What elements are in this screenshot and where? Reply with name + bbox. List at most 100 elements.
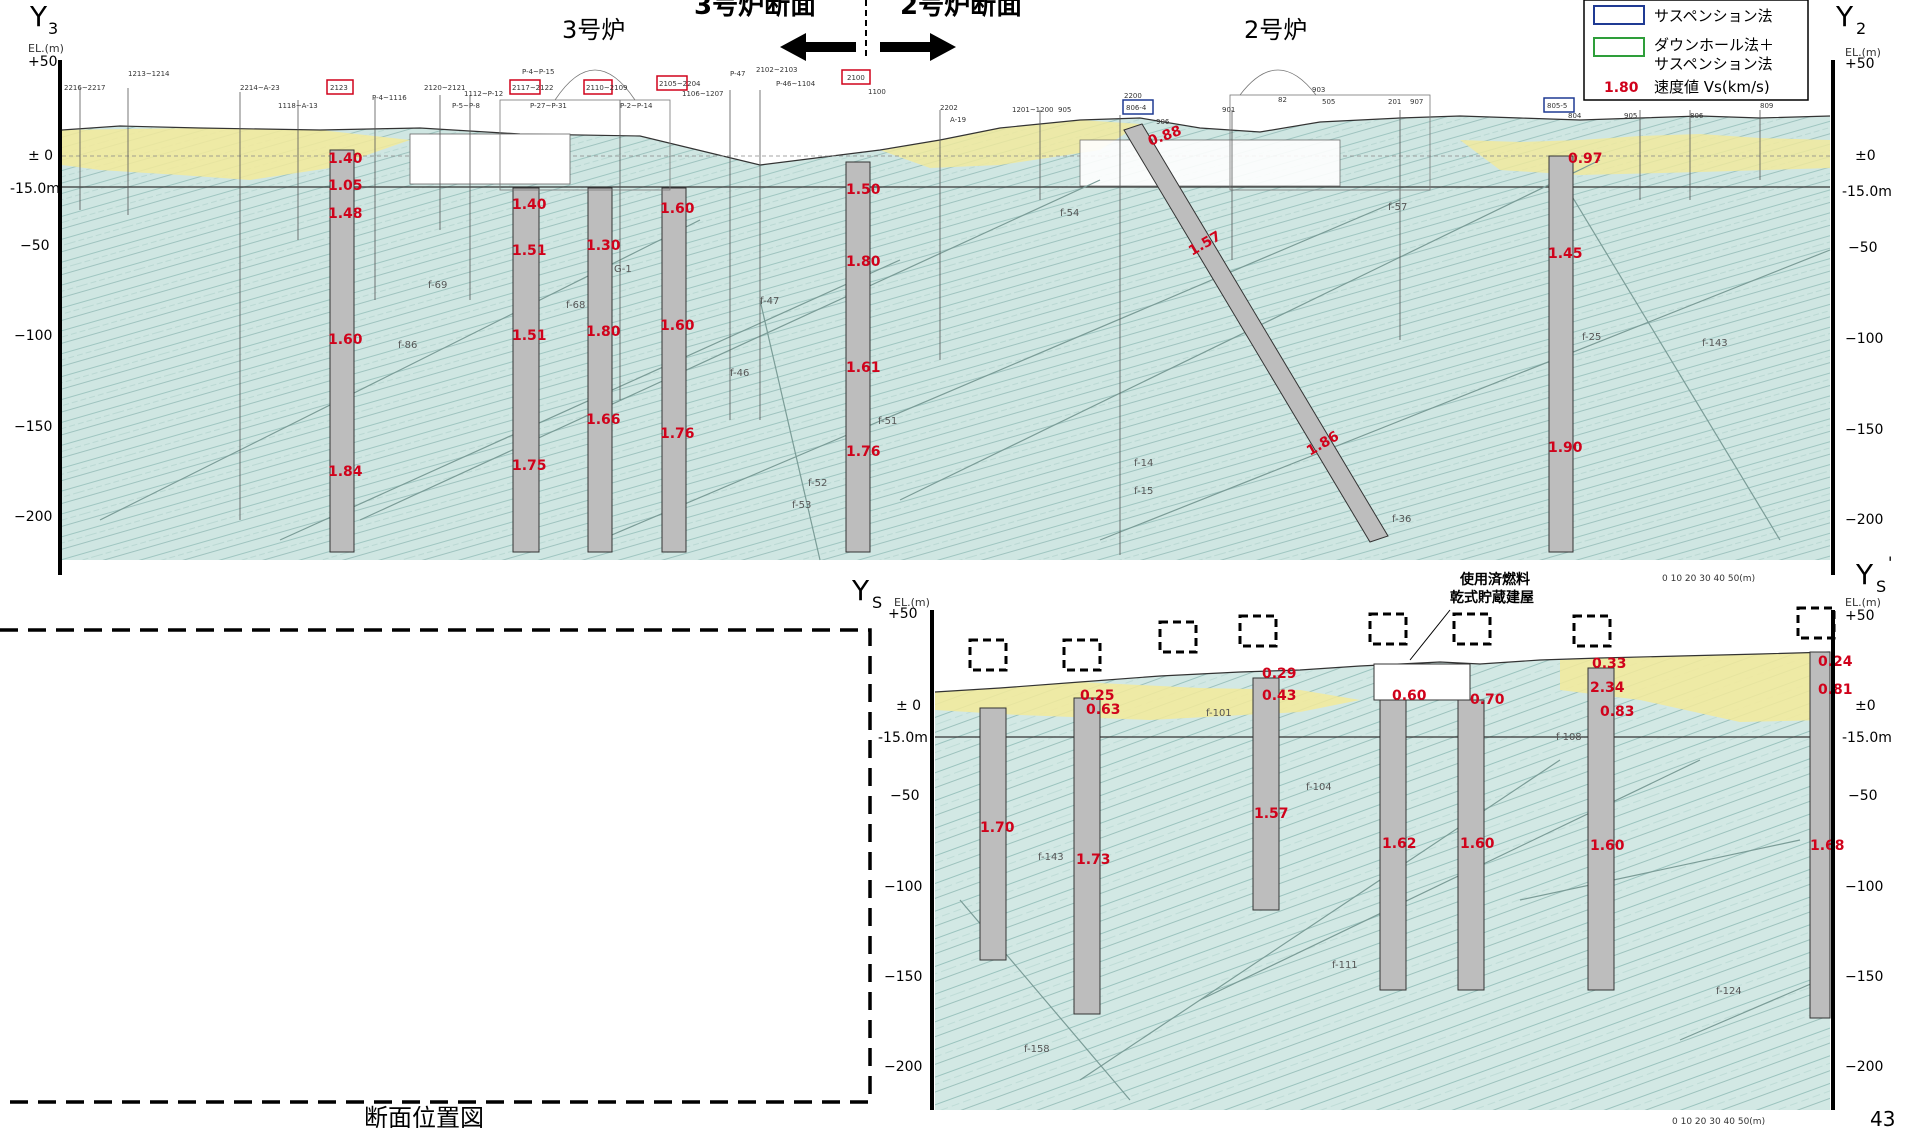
y2-axis-label: Y: [1835, 0, 1854, 33]
el-tick: −200: [1845, 512, 1883, 528]
unit3-dome-outline: [554, 69, 636, 101]
small-label: P-47: [730, 70, 746, 78]
fault-label: f-143: [1702, 338, 1728, 349]
lower-logging-columns: [979, 651, 1831, 1019]
lower-velocity-values: 1.70 0.25 0.63 1.73 0.29 0.43 1.57 0.60 …: [980, 654, 1853, 868]
vs-value: 1.76: [846, 444, 881, 460]
fault-label: f-108: [1556, 732, 1582, 743]
fault-label: f-15: [1134, 486, 1153, 497]
ys-axis-label: Y: [851, 574, 870, 607]
fault-label: f-57: [1388, 202, 1407, 213]
small-label: 806: [1690, 112, 1704, 120]
small-label: A-19: [950, 116, 966, 124]
el-tick: ± 0: [896, 698, 921, 714]
fault-label: f-52: [808, 478, 827, 489]
vs-value: 1.48: [328, 206, 363, 222]
lower-borehole-1-column: [979, 707, 1007, 961]
vs-value: 1.60: [1460, 836, 1495, 852]
vs-value: 1.76: [660, 426, 695, 442]
lower-borehole-4-column: [1379, 699, 1407, 991]
box-2117-text: 2117~2122: [512, 84, 554, 92]
small-label: 1213~1214: [128, 70, 170, 78]
legend-label-downhole: ダウンホール法＋: [1654, 36, 1774, 54]
box-806-4-text: 806-4: [1126, 104, 1147, 112]
legend: サスペンション法 ダウンホール法＋ サスペンション法 1.80 速度値 Vs(k…: [1583, 0, 1809, 101]
fault-label: f-86: [398, 340, 417, 351]
fault-label: f-53: [792, 500, 811, 511]
upper-left-axis: Y 3 EL.(m) +50 ± 0 -15.0m −50 −100 −150 …: [10, 0, 64, 575]
y3-axis-subscript: 3: [48, 19, 58, 38]
small-label: 906: [1156, 118, 1170, 126]
fault-label: f-51: [878, 416, 897, 427]
el-tick: −50: [20, 238, 50, 254]
el-tick: ±0: [1855, 698, 1876, 714]
vs-value: 1.68: [1810, 838, 1845, 854]
small-label: 2216~2217: [64, 84, 106, 92]
small-label: 1100: [868, 88, 886, 96]
dry-storage-building-footprint: [1373, 663, 1471, 701]
legend-swatch-blue: [1593, 5, 1645, 25]
right-arrow-icon: [880, 33, 956, 61]
small-label: 505: [1322, 98, 1335, 106]
unit3-excavation: [409, 133, 571, 185]
lower-borehole-3-column: [1252, 677, 1280, 911]
fault-label: f-69: [428, 280, 447, 291]
vs-value: 1.40: [328, 151, 363, 167]
el-tick: −50: [1848, 788, 1878, 804]
upper-ground-surface: [61, 115, 1831, 166]
el-tick: −200: [14, 509, 52, 525]
el-tick: −150: [1845, 422, 1883, 438]
box-805-5-text: 805-5: [1547, 102, 1567, 110]
fault-label: f-36: [1392, 514, 1411, 525]
small-label: 903: [1312, 86, 1325, 94]
fault-label: f-54: [1060, 208, 1079, 219]
vs-value: 1.61: [846, 360, 881, 376]
borehole-2105-column: [661, 187, 687, 553]
upper-fault-labels: f-69 f-86 f-68 G-1 f-47 f-46 f-51 f-52 f…: [398, 202, 1728, 525]
legend-label-suspension: サスペンション法: [1654, 7, 1773, 25]
vs-value: 1.51: [512, 328, 547, 344]
small-label: 809: [1760, 102, 1773, 110]
small-label: P-4~P-15: [522, 68, 554, 76]
fault-label: f-143: [1038, 852, 1064, 863]
el-tick: +50: [888, 606, 918, 622]
location-map-caption: 断面位置図: [364, 1104, 484, 1128]
vs-value: 1.62: [1382, 836, 1417, 852]
small-label: 905: [1624, 112, 1637, 120]
legend-swatch-green: [1593, 37, 1645, 57]
fault-label: f-111: [1332, 960, 1358, 971]
unit3-building-outline: [499, 99, 671, 191]
upper-scale-bar: 0 10 20 30 40 50(m): [1662, 574, 1755, 584]
ys-axis-subscript: S: [872, 593, 882, 612]
el-tick: -15.0m: [1842, 730, 1892, 746]
el-tick: −100: [884, 879, 922, 895]
vs-value: 0.60: [1392, 688, 1427, 704]
unit2-section-title: 2号炉断面: [900, 0, 1022, 21]
small-label: 901: [1222, 106, 1235, 114]
y3-axis-label: Y: [29, 0, 48, 33]
fault-label: f-46: [730, 368, 749, 379]
borehole-2123-column: [329, 149, 355, 553]
vs-value: 1.60: [660, 318, 695, 334]
lower-right-axis: Y S ' EL.(m) +50 ±0 -15.0m −50 −100 −150…: [1831, 553, 1892, 1110]
vs-value: 1.66: [586, 412, 621, 428]
small-label: P-46~1104: [776, 80, 816, 88]
el-tick: −100: [14, 328, 52, 344]
vs-value: 0.63: [1086, 702, 1121, 718]
el-tick: -15.0m: [10, 181, 60, 197]
vs-value: 1.05: [328, 178, 363, 194]
ys-prime-mark: ': [1888, 553, 1892, 572]
upper-small-labels: 2216~2217 1213~1214 2214~A-23 1118~A-13 …: [64, 66, 1773, 126]
vs-value: 0.70: [1470, 692, 1505, 708]
small-label: 1118~A-13: [278, 102, 318, 110]
vs-value: 1.75: [512, 458, 547, 474]
small-label: 907: [1410, 98, 1423, 106]
small-label: 2200: [1124, 92, 1142, 100]
legend-frame: [1583, 0, 1809, 101]
el-tick: −100: [1845, 879, 1883, 895]
location-map-frame: 断面位置図: [0, 628, 872, 1128]
fault-label: f-25: [1582, 332, 1601, 343]
vs-value: 1.80: [846, 254, 881, 270]
box-805-5: [1543, 97, 1575, 113]
unit3-label: 3号炉: [562, 16, 625, 44]
